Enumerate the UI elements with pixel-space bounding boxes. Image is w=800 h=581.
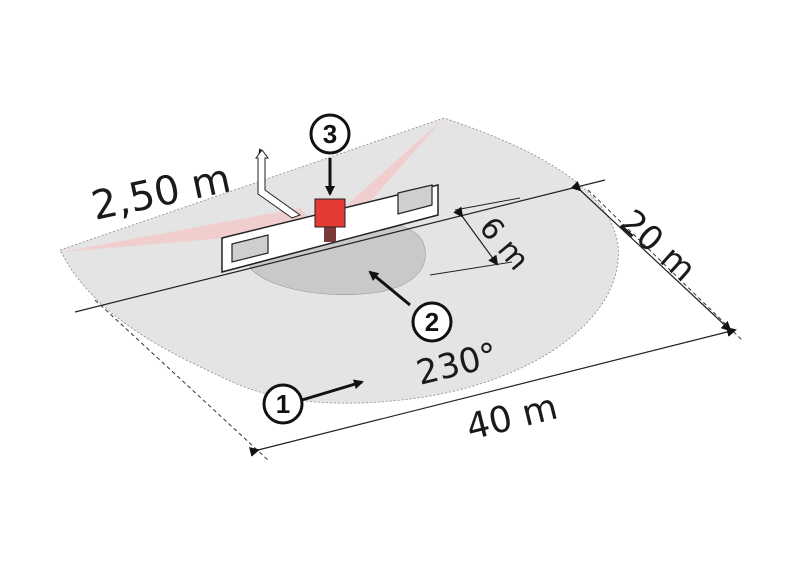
- detection-zone-pink: [62, 208, 320, 252]
- horizon-line: [74, 179, 606, 313]
- height-arrow-shape: [255, 149, 302, 219]
- lamp-panel-right: [397, 184, 433, 215]
- callout-2-arrow: [368, 270, 411, 307]
- callout-1-number: 1: [276, 389, 290, 419]
- radius-dimension-line: [453, 206, 499, 266]
- depth-label: 20 m: [612, 202, 704, 290]
- callout-2-circle: [411, 301, 453, 343]
- depth-dimension-line: [570, 180, 732, 332]
- lamp-panel-left: [231, 234, 269, 263]
- detection-zone-pink-right: [330, 118, 444, 222]
- sensor-head: [314, 198, 346, 228]
- callout-1-circle: [262, 383, 304, 425]
- width-label: 40 m: [462, 387, 562, 449]
- radius-guide-bottom: [429, 261, 513, 276]
- callout-3-number: 3: [323, 119, 337, 149]
- sensor-mount: [324, 226, 336, 242]
- callout-3-circle: [309, 113, 351, 155]
- leader-left: [94, 299, 269, 461]
- callout-1-arrow: [301, 379, 364, 402]
- callout-2-number: 2: [425, 307, 439, 337]
- width-dimension-line: [249, 327, 737, 457]
